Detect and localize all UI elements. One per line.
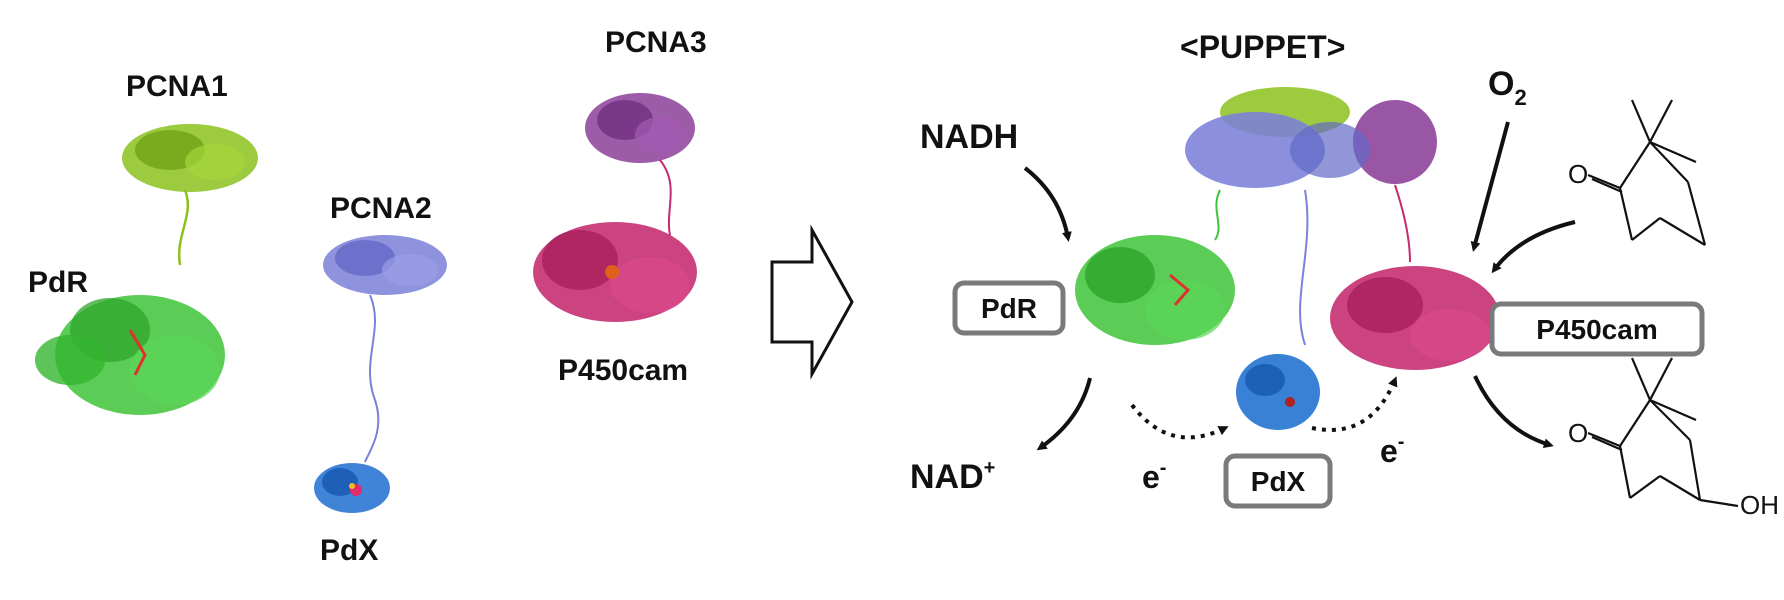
pdr-structure	[35, 295, 225, 415]
hydroxycamphor-oxygen-label: O	[1568, 418, 1588, 448]
hydroxyl-label: OH	[1740, 490, 1779, 520]
nad-label: NAD+	[910, 457, 995, 496]
pcna3-label: PCNA3	[605, 26, 707, 59]
nad-arrow	[1036, 377, 1092, 451]
electron-arrow-left	[1130, 403, 1229, 440]
pdx-structure	[314, 463, 390, 513]
pdx-box: PdX	[1223, 453, 1333, 509]
pcna2-label: PCNA2	[330, 192, 432, 225]
hydroxycamphor-structure	[1587, 357, 1739, 508]
p450cam-label: P450cam	[558, 354, 688, 387]
puppet-pdx-structure	[1236, 354, 1320, 430]
p450cam-box-label: P450cam	[1536, 314, 1657, 345]
nadh-arrow	[1023, 166, 1072, 242]
puppet-pdr-structure	[1075, 235, 1235, 345]
pdr-label: PdR	[28, 266, 88, 299]
pdx-label: PdX	[320, 534, 378, 567]
nadh-label: NADH	[920, 118, 1018, 156]
pdx-box-label: PdX	[1251, 466, 1306, 497]
camphor-oxygen-label: O	[1568, 159, 1588, 189]
pcna3-structure	[585, 93, 695, 236]
puppet-pcna-ring	[1185, 87, 1437, 346]
puppet-p450cam-structure	[1330, 266, 1500, 370]
electron-left-label: e-	[1142, 457, 1166, 495]
pcna2-structure	[323, 235, 447, 463]
p450cam-box: P450cam	[1489, 301, 1705, 357]
p450cam-structure	[533, 222, 697, 322]
camphor-arrow	[1491, 220, 1576, 274]
pdr-box-label: PdR	[981, 293, 1037, 324]
camphor-structure	[1587, 99, 1707, 246]
o2-arrow	[1470, 121, 1510, 252]
pdr-box: PdR	[952, 280, 1066, 336]
o2-label: O2	[1488, 65, 1527, 110]
pcna1-structure	[122, 124, 258, 266]
pcna1-label: PCNA1	[126, 70, 228, 103]
transition-arrow	[770, 224, 854, 380]
product-arrow	[1473, 375, 1554, 449]
puppet-title: <PUPPET>	[1180, 29, 1345, 65]
electron-right-label: e-	[1380, 431, 1404, 469]
electron-arrow-right	[1311, 376, 1398, 432]
